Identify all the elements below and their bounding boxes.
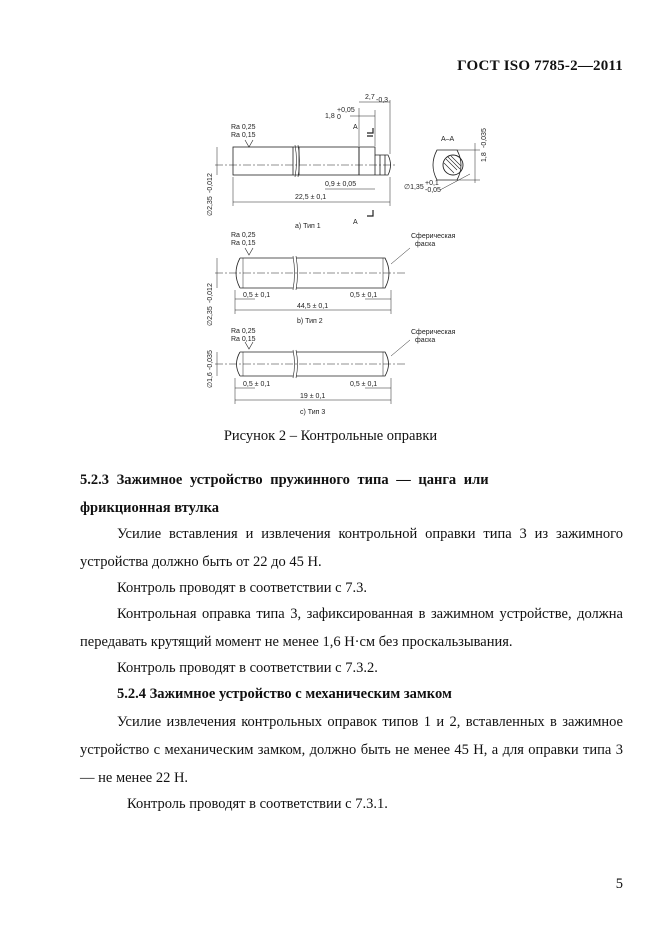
section-dim-18-tol: -0,035 xyxy=(481,128,488,148)
type2-dim-length: 44,5 ± 0,1 xyxy=(297,303,328,310)
type3-dia: ∅1,6 xyxy=(207,372,214,388)
section-523-heading-line1: 5.2.3 Зажимное устройство пружинного тип… xyxy=(80,472,489,488)
section-aa-label: A–A xyxy=(441,136,455,143)
type1-dim-length: 22,5 ± 0,1 xyxy=(295,194,326,201)
type3-ra1: Ra 0,25 xyxy=(231,328,256,335)
type1-section-mark-top: A xyxy=(353,124,358,131)
type1-dim-18-tol: +0,05 xyxy=(337,107,355,114)
type2-sphere2: фаска xyxy=(415,241,435,248)
type3-label: c) Тип 3 xyxy=(300,409,325,416)
type2-dim-left: 0,5 ± 0,1 xyxy=(243,292,270,299)
type2-dia: ∅2,35 xyxy=(207,306,214,326)
type1-label: a) Тип 1 xyxy=(295,223,321,230)
type2-ra1: Ra 0,25 xyxy=(231,232,256,239)
section-dim-18: 1,8 xyxy=(481,152,488,162)
section-524-heading: 5.2.4 Зажимное устройство с механическим… xyxy=(117,686,452,702)
type2-label: b) Тип 2 xyxy=(297,318,323,325)
type3-dim-left: 0,5 ± 0,1 xyxy=(243,381,270,388)
type3-ra2: Ra 0,15 xyxy=(231,336,256,343)
type1-dim-18-tol2: 0 xyxy=(337,114,341,121)
type3-dim-length: 19 ± 0,1 xyxy=(300,393,325,400)
type1-dia-tol: -0,012 xyxy=(207,173,214,193)
section-dia-tol2: -0,05 xyxy=(425,187,441,194)
section-523-heading-line2: фрикционная втулка xyxy=(80,500,220,516)
type3-dim-right: 0,5 ± 0,1 xyxy=(350,381,377,388)
technical-drawing: Ra 0,25 Ra 0,15 2,7 -0,3 1,8 +0,05 0 0,9… xyxy=(207,94,488,416)
type2-sphere1: Сферическая xyxy=(411,233,456,240)
section-523-paragraph-3: Контрольная оправка типа 3, зафиксирован… xyxy=(80,606,623,650)
type2-ra2: Ra 0,15 xyxy=(231,240,256,247)
type2-dia-tol: -0,012 xyxy=(207,283,214,303)
type1-dim-18: 1,8 xyxy=(325,113,335,120)
type1-ra2: Ra 0,15 xyxy=(231,132,256,139)
type3-sphere2: фаска xyxy=(415,337,435,344)
type3-sphere1: Сферическая xyxy=(411,329,456,336)
type1-ra1: Ra 0,25 xyxy=(231,124,256,131)
section-dia-tol1: +0,1 xyxy=(425,180,439,187)
page-number: 5 xyxy=(615,876,623,892)
section-dia: ∅1,35 xyxy=(404,184,424,191)
type1-dim-09: 0,9 ± 0,05 xyxy=(325,181,356,188)
section-524-paragraph-2: Контроль проводят в соответствии с 7.3.1… xyxy=(127,796,388,812)
section-523-paragraph-4: Контроль проводят в соответствии с 7.3.2… xyxy=(117,660,378,676)
section-523-paragraph-2: Контроль проводят в соответствии с 7.3. xyxy=(117,580,367,596)
type1-dia: ∅2,35 xyxy=(207,196,214,216)
figure-control-mandrels: Ra 0,25 Ra 0,15 2,7 -0,3 1,8 +0,05 0 0,9… xyxy=(195,88,495,428)
type1-section-mark-bottom: A xyxy=(353,219,358,226)
type2-dim-right: 0,5 ± 0,1 xyxy=(350,292,377,299)
type1-dim-top: 2,7 xyxy=(365,94,375,101)
section-523-paragraph-1: Усилие вставления и извлечения контрольн… xyxy=(80,526,623,570)
type1-dim-top-tol: -0,3 xyxy=(376,97,388,104)
type3-dia-tol: -0,035 xyxy=(207,350,214,370)
figure-caption: Рисунок 2 – Контрольные оправки xyxy=(223,428,438,444)
document-header: ГОСТ ISO 7785-2—2011 xyxy=(457,58,623,74)
section-524-paragraph-1: Усилие извлечения контрольных оправок ти… xyxy=(80,714,623,786)
